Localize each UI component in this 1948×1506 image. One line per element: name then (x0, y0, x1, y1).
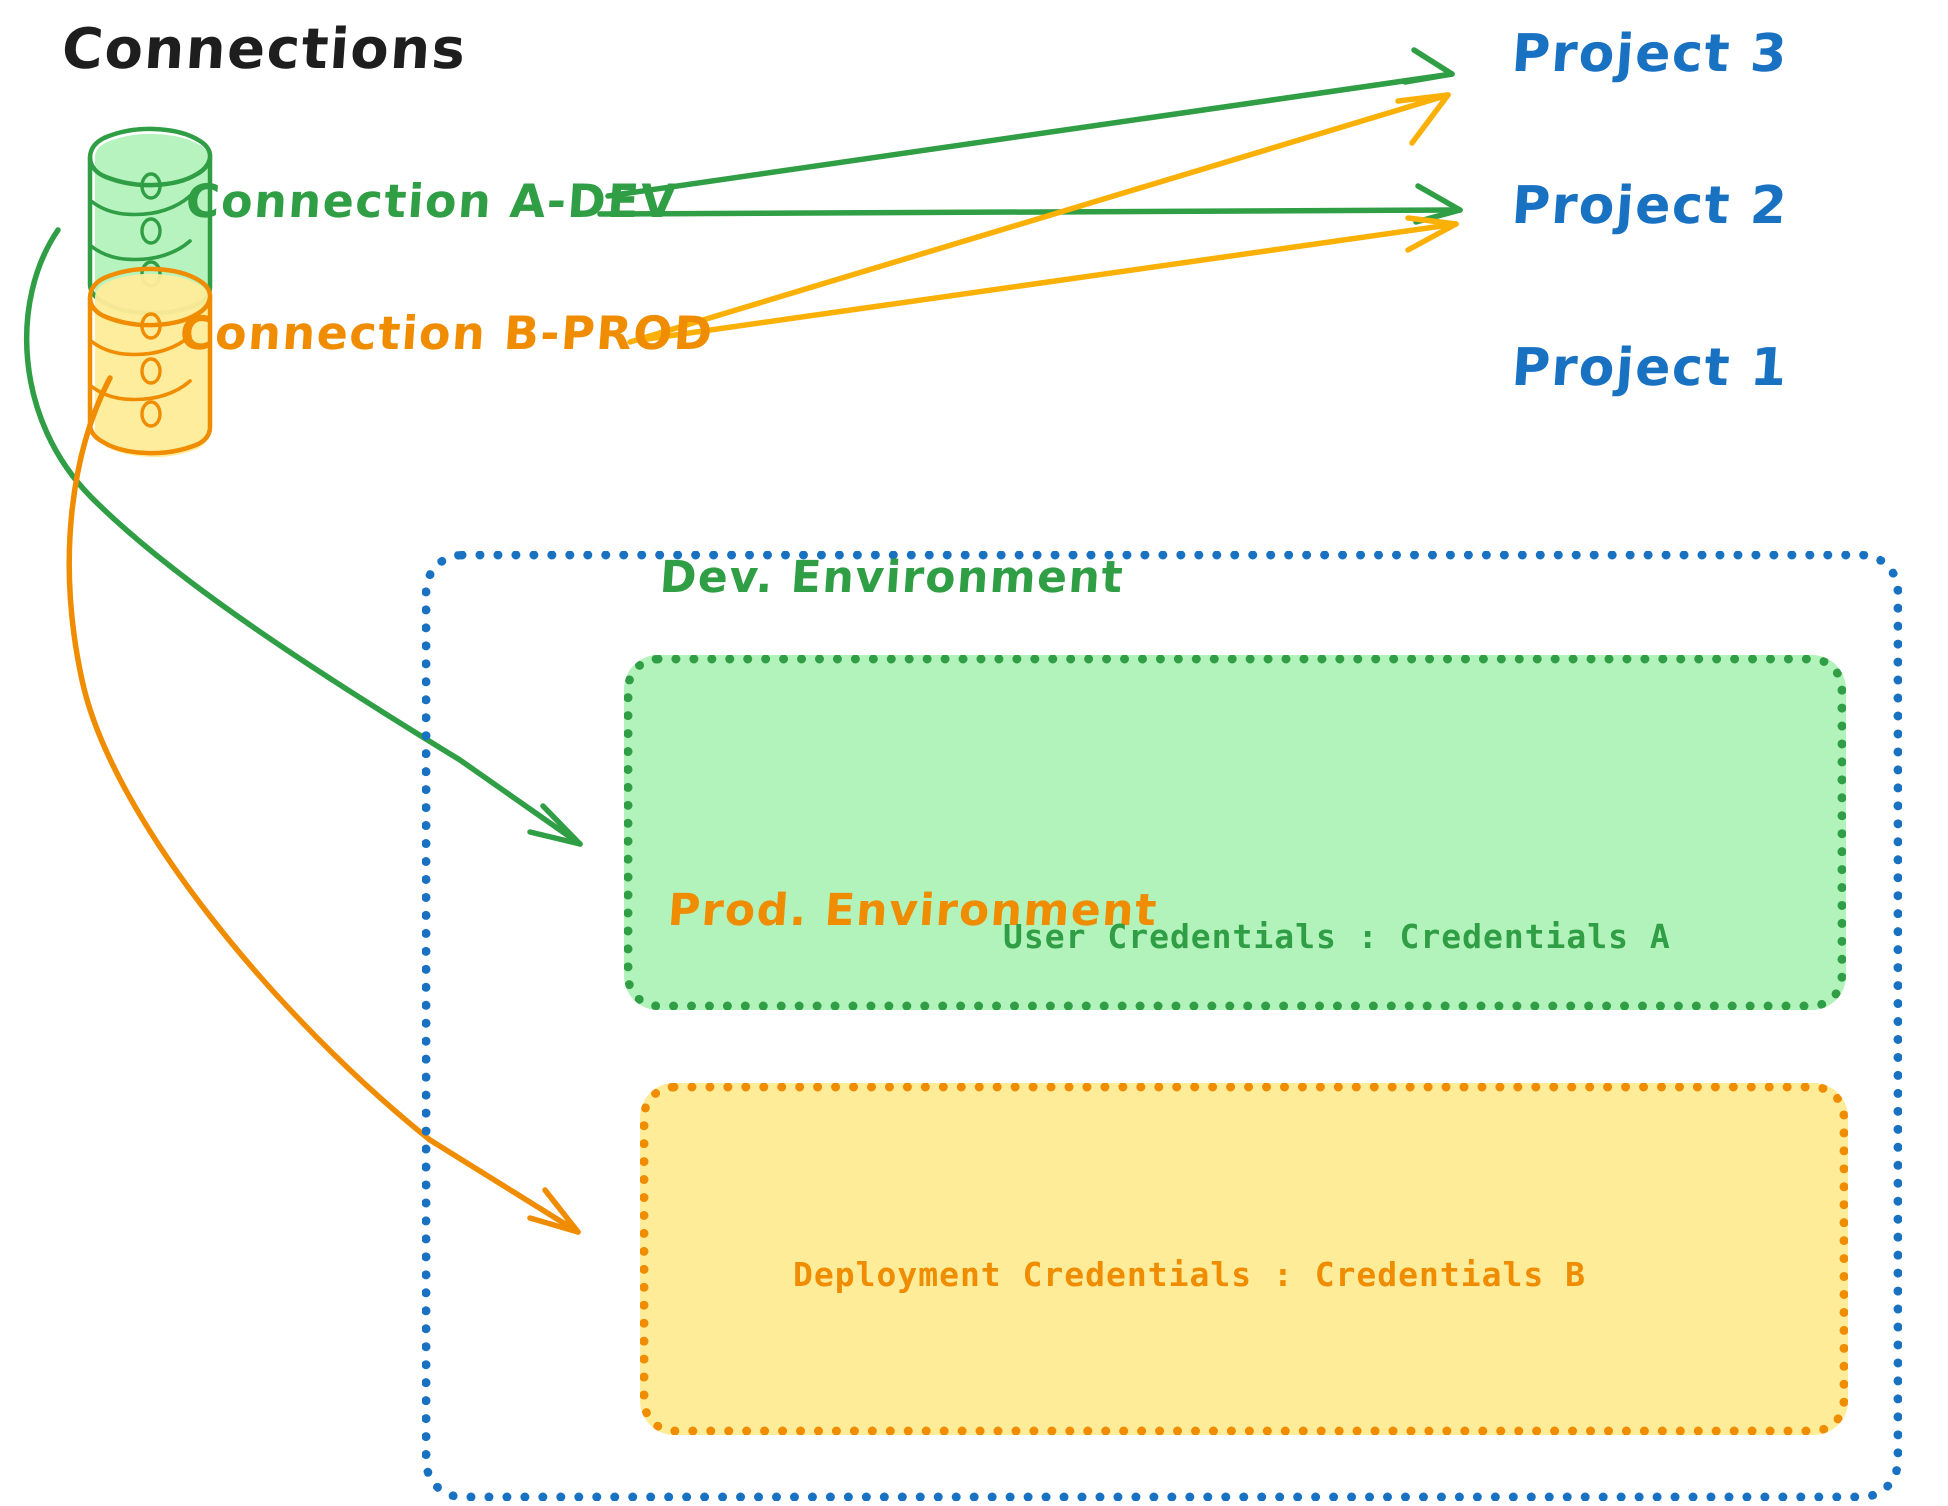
arrow-conn-b-to-prod-environment (66, 375, 581, 1235)
dev-environment-credentials: User Credentials : Credentials A (1003, 917, 1671, 956)
arrow-conn-a-to-dev-environment (23, 227, 583, 847)
connection-b-prod-label[interactable]: Connection B-PROD (178, 306, 716, 360)
prod-environment-credentials: Deployment Credentials : Credentials B (793, 1255, 1586, 1294)
prod-environment-box[interactable] (640, 1083, 1848, 1435)
project-3-label[interactable]: Project 3 (1509, 24, 1791, 84)
project-1-container (422, 551, 1902, 1501)
project-1-label[interactable]: Project 1 (1509, 338, 1791, 398)
arrow-conn-a-to-project-3 (605, 47, 1455, 199)
arrow-conn-b-to-project-3 (627, 92, 1451, 345)
database-cylinder-icon-orange (87, 266, 213, 458)
dev-environment-label: Dev. Environment (658, 552, 1126, 603)
project-2-label[interactable]: Project 2 (1509, 176, 1791, 236)
arrow-conn-a-to-project-2 (597, 183, 1463, 225)
connection-a-dev-label[interactable]: Connection A-DEV (184, 174, 680, 228)
dev-environment-box[interactable] (624, 655, 1846, 1010)
arrow-conn-b-to-project-2 (637, 215, 1459, 343)
page-title: Connections (59, 17, 469, 82)
